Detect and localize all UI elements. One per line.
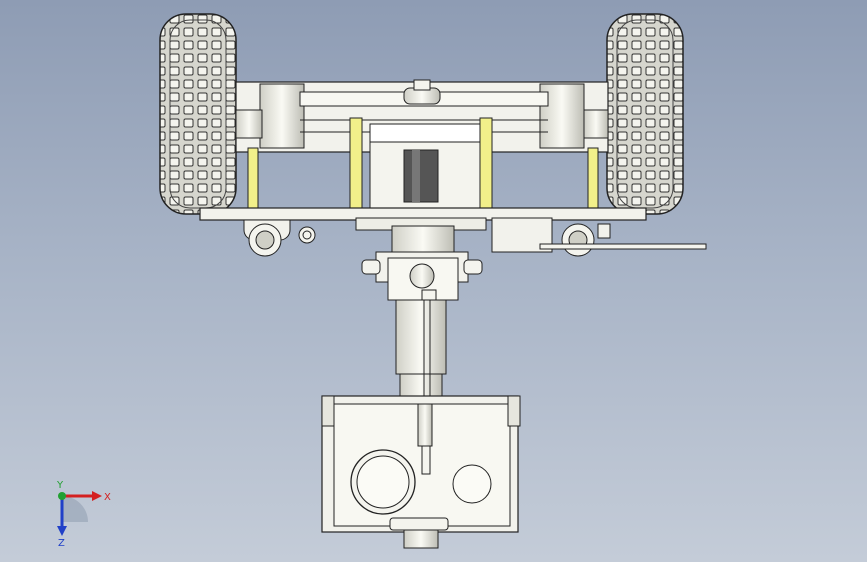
neck-joint[interactable] [361, 225, 483, 307]
y-axis-marker: Y [56, 480, 66, 500]
right-caster[interactable] [491, 217, 707, 257]
left-wheel[interactable] [159, 13, 237, 215]
left-caster[interactable] [243, 219, 316, 257]
right-wheel[interactable] [606, 13, 684, 215]
axis-triad: X Z Y [56, 480, 111, 548]
standoffs [247, 117, 599, 211]
center-motor[interactable] [369, 141, 481, 209]
y-axis-label: Y [56, 480, 64, 491]
arm-cylinder[interactable] [395, 299, 447, 404]
z-axis-label: Z [58, 538, 65, 548]
drive-housing[interactable] [235, 79, 609, 153]
z-axis-arrow: Z [57, 496, 67, 548]
x-axis-label: X [104, 492, 111, 503]
end-effector-box[interactable] [321, 395, 521, 549]
x-axis-arrow: X [62, 491, 111, 503]
